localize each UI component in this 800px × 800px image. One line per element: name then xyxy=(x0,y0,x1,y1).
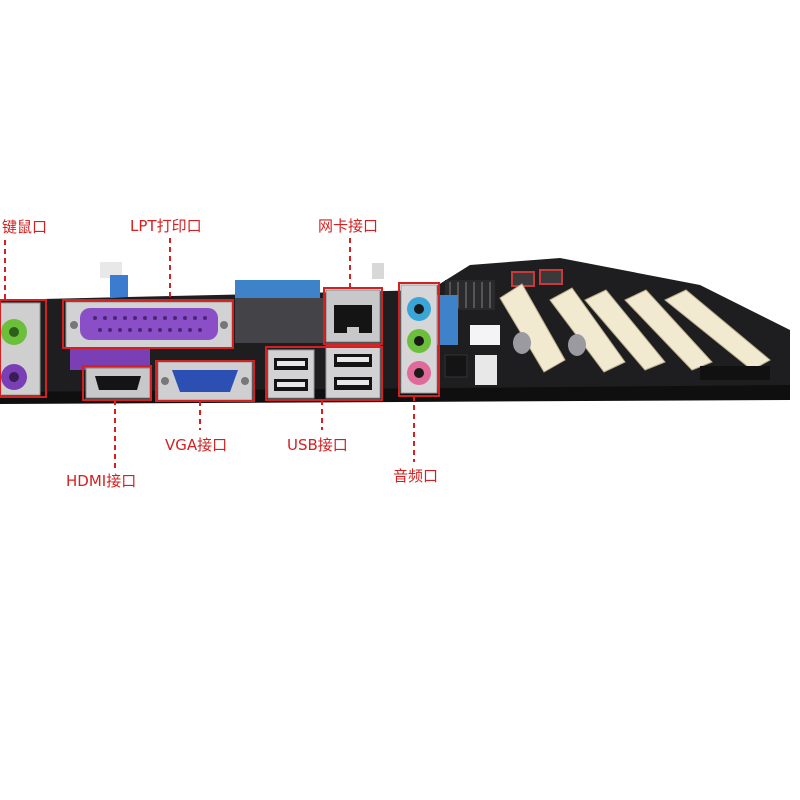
usb-ports-left-stack xyxy=(267,349,315,399)
vga-port xyxy=(157,361,253,401)
highlight-box-hdmi xyxy=(82,365,152,401)
header-connectors xyxy=(511,269,563,287)
highlight-box-lpt xyxy=(62,299,234,349)
highlight-box-audio xyxy=(398,282,440,397)
usb-ports-right-stack xyxy=(325,345,381,399)
label-hdmi-port: HDMI接口 xyxy=(66,472,137,490)
label-network-port: 网卡接口 xyxy=(318,217,379,235)
highlight-box-network xyxy=(323,287,383,345)
highlight-box-vga xyxy=(155,360,255,402)
audio-jacks xyxy=(400,284,438,394)
label-keyboard-mouse-port: 键鼠口 xyxy=(2,218,48,236)
rj45-lan-port xyxy=(325,289,381,343)
purple-header-block xyxy=(70,348,150,370)
label-usb-port: USB接口 xyxy=(287,436,348,454)
pci-slots xyxy=(499,283,771,373)
ps2-ports xyxy=(0,302,41,396)
label-vga-port: VGA接口 xyxy=(165,436,228,454)
board-components xyxy=(372,263,770,385)
cpu-socket-area xyxy=(235,298,325,343)
label-audio-port: 音频口 xyxy=(393,467,439,485)
highlight-box-keyboard-mouse xyxy=(0,299,47,398)
lpt-parallel-port xyxy=(65,301,233,349)
highlight-box-usb xyxy=(265,346,383,401)
label-lpt-port: LPT打印口 xyxy=(130,217,202,235)
hdmi-port xyxy=(85,367,151,399)
